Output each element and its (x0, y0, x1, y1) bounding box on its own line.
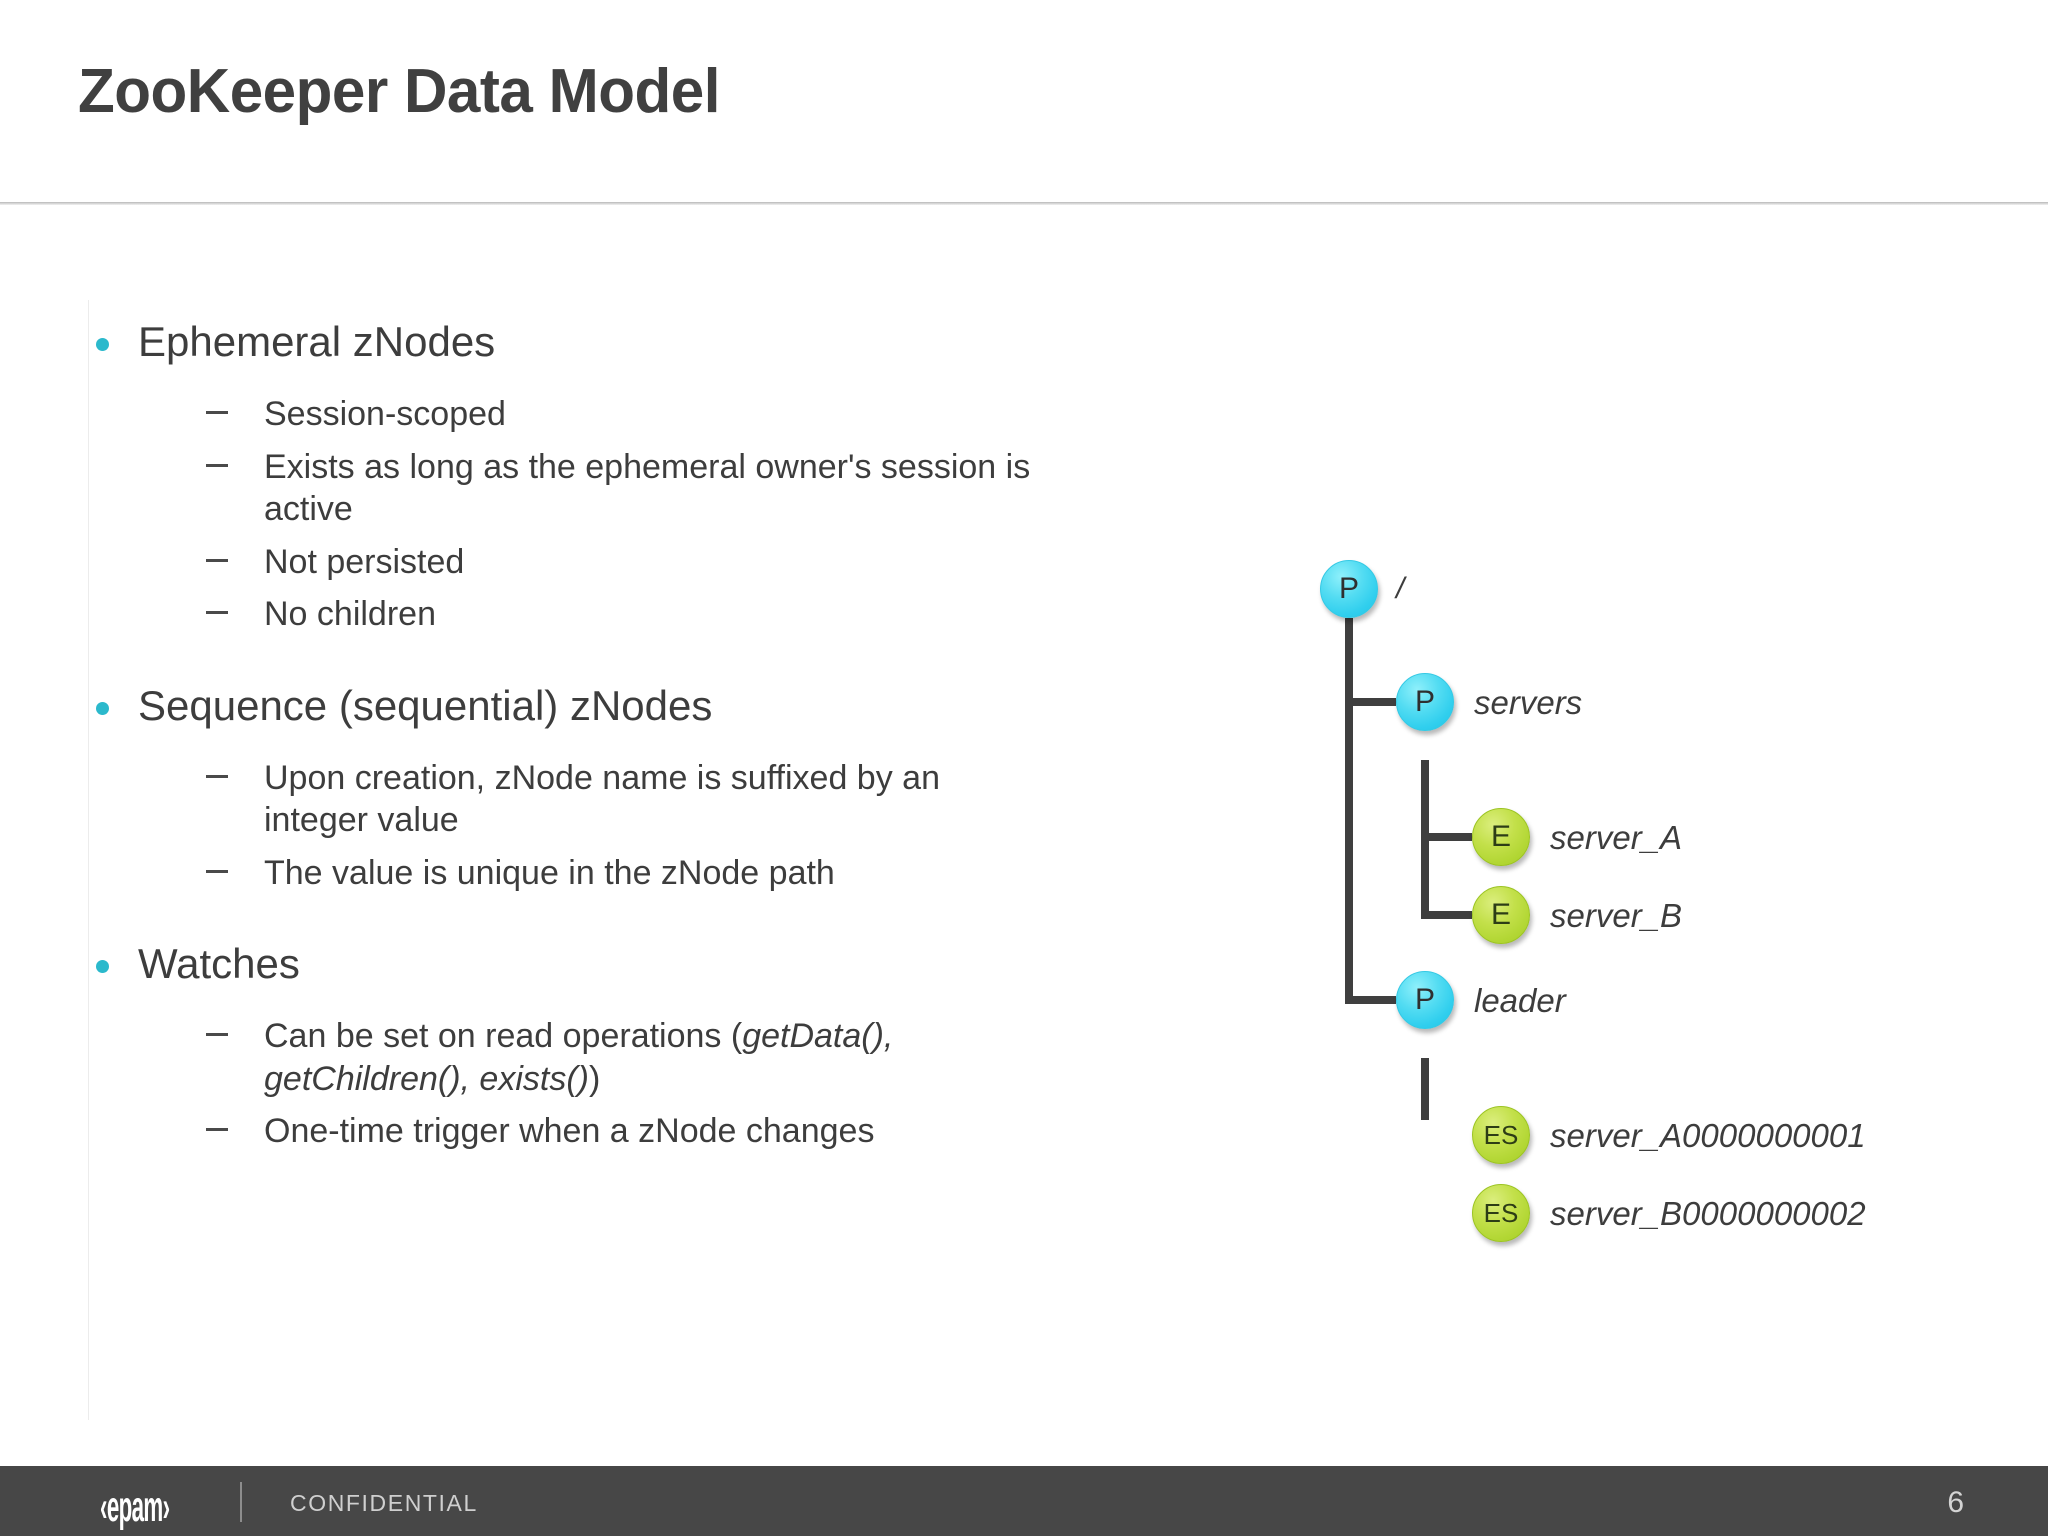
tree-node-seq-b[interactable]: ES (1472, 1184, 1530, 1242)
sub-bullet-label: No children (264, 595, 436, 634)
tree-node-label-root: / (1396, 572, 1405, 605)
znode-tree-diagram: P / P servers E server_A E server_B P le… (1320, 560, 2020, 1242)
tree-node-badge: ES (1483, 1197, 1519, 1228)
sub-bullet-item: Not persisted (206, 541, 1048, 584)
dash-icon (206, 411, 228, 415)
sub-bullet-item: Upon creation, zNode name is suffixed by… (206, 757, 1048, 842)
bullet-heading-label: Sequence (sequential) zNodes (138, 681, 713, 729)
sub-bullet-list: Session-scoped Exists as long as the eph… (138, 393, 1048, 636)
epam-logo: ‹epam› (100, 1482, 170, 1531)
tree-node-server-b[interactable]: E (1472, 886, 1530, 944)
bullet-heading-label: Ephemeral zNodes (138, 318, 496, 365)
tree-node-badge: ES (1483, 1119, 1519, 1150)
bullet-ephemeral-znodes: Ephemeral zNodes Session-scoped Exists a… (88, 318, 1048, 636)
bullet-dot-icon (96, 701, 109, 715)
sub-bullet-label-after: ) (588, 1059, 601, 1098)
dash-icon (206, 1033, 228, 1037)
dash-icon (206, 774, 228, 778)
bullet-heading-label: Watches (138, 940, 300, 988)
tree-node-label-server-a: server_A (1550, 819, 1683, 856)
tree-node-label-seq-a: server_A0000000001 (1550, 1117, 1866, 1154)
slide-footer: ‹epam› CONFIDENTIAL 6 (0, 1466, 2048, 1536)
title-divider (0, 202, 2048, 205)
footer-separator (240, 1482, 242, 1522)
sub-bullet-item: No children (206, 593, 1048, 636)
sub-bullet-item: The value is unique in the zNode path (206, 852, 1048, 895)
bullet-dot-icon (96, 960, 109, 974)
sub-bullet-item: Exists as long as the ephemeral owner's … (206, 446, 1048, 531)
sub-bullet-label: Session-scoped (264, 395, 506, 434)
tree-node-label-servers: servers (1474, 684, 1583, 721)
bullet-watches: Watches Can be set on read operations (g… (88, 940, 1048, 1153)
tree-node-seq-a[interactable]: ES (1472, 1106, 1530, 1164)
tree-node-server-a[interactable]: E (1472, 808, 1530, 866)
tree-node-label-seq-b: server_B0000000002 (1550, 1195, 1866, 1232)
tree-connector-lines (1345, 618, 1472, 1120)
sub-bullet-label: One-time trigger when a zNode changes (264, 1112, 875, 1151)
dash-icon (206, 611, 228, 615)
sub-bullet-item: Session-scoped (206, 393, 1048, 436)
dash-icon (206, 1128, 228, 1132)
bullet-dot-icon (96, 338, 109, 351)
tree-node-root[interactable]: P (1320, 560, 1378, 618)
tree-node-leader[interactable]: P (1396, 971, 1454, 1029)
tree-node-badge: P (1338, 572, 1359, 605)
sub-bullet-list: Can be set on read operations (getData()… (138, 1015, 1048, 1153)
bullet-content: Ephemeral zNodes Session-scoped Exists a… (88, 318, 1048, 1153)
sub-bullet-list: Upon creation, zNode name is suffixed by… (138, 757, 1048, 895)
tree-node-servers[interactable]: P (1396, 673, 1454, 731)
tree-node-badge: E (1490, 898, 1511, 931)
bullet-sequence-znodes: Sequence (sequential) zNodes Upon creati… (88, 682, 1048, 895)
sub-bullet-label: Exists as long as the ephemeral owner's … (264, 447, 1031, 529)
sub-bullet-label: Upon creation, zNode name is suffixed by… (264, 758, 940, 840)
dash-icon (206, 463, 228, 467)
tree-node-badge: P (1414, 685, 1435, 718)
dash-icon (206, 869, 228, 873)
dash-icon (206, 558, 228, 562)
sub-bullet-label: The value is unique in the zNode path (264, 853, 835, 892)
tree-node-label-server-b: server_B (1550, 897, 1683, 934)
sub-bullet-label: Not persisted (264, 542, 465, 581)
tree-node-label-leader: leader (1474, 982, 1566, 1019)
page-number: 6 (1947, 1486, 1964, 1519)
confidential-label: CONFIDENTIAL (290, 1490, 478, 1516)
page-title: ZooKeeper Data Model (78, 57, 720, 126)
slide-header: ZooKeeper Data Model (0, 0, 2048, 205)
tree-node-badge: E (1490, 820, 1511, 853)
sub-bullet-label-before: Can be set on read operations ( (264, 1017, 743, 1056)
content-divider (88, 300, 89, 1420)
tree-node-badge: P (1414, 983, 1435, 1016)
sub-bullet-item: Can be set on read operations (getData()… (206, 1015, 1048, 1100)
sub-bullet-label-italic: getData(), getChildren(), exists() (264, 1017, 894, 1098)
sub-bullet-item: One-time trigger when a zNode changes (206, 1110, 1048, 1153)
